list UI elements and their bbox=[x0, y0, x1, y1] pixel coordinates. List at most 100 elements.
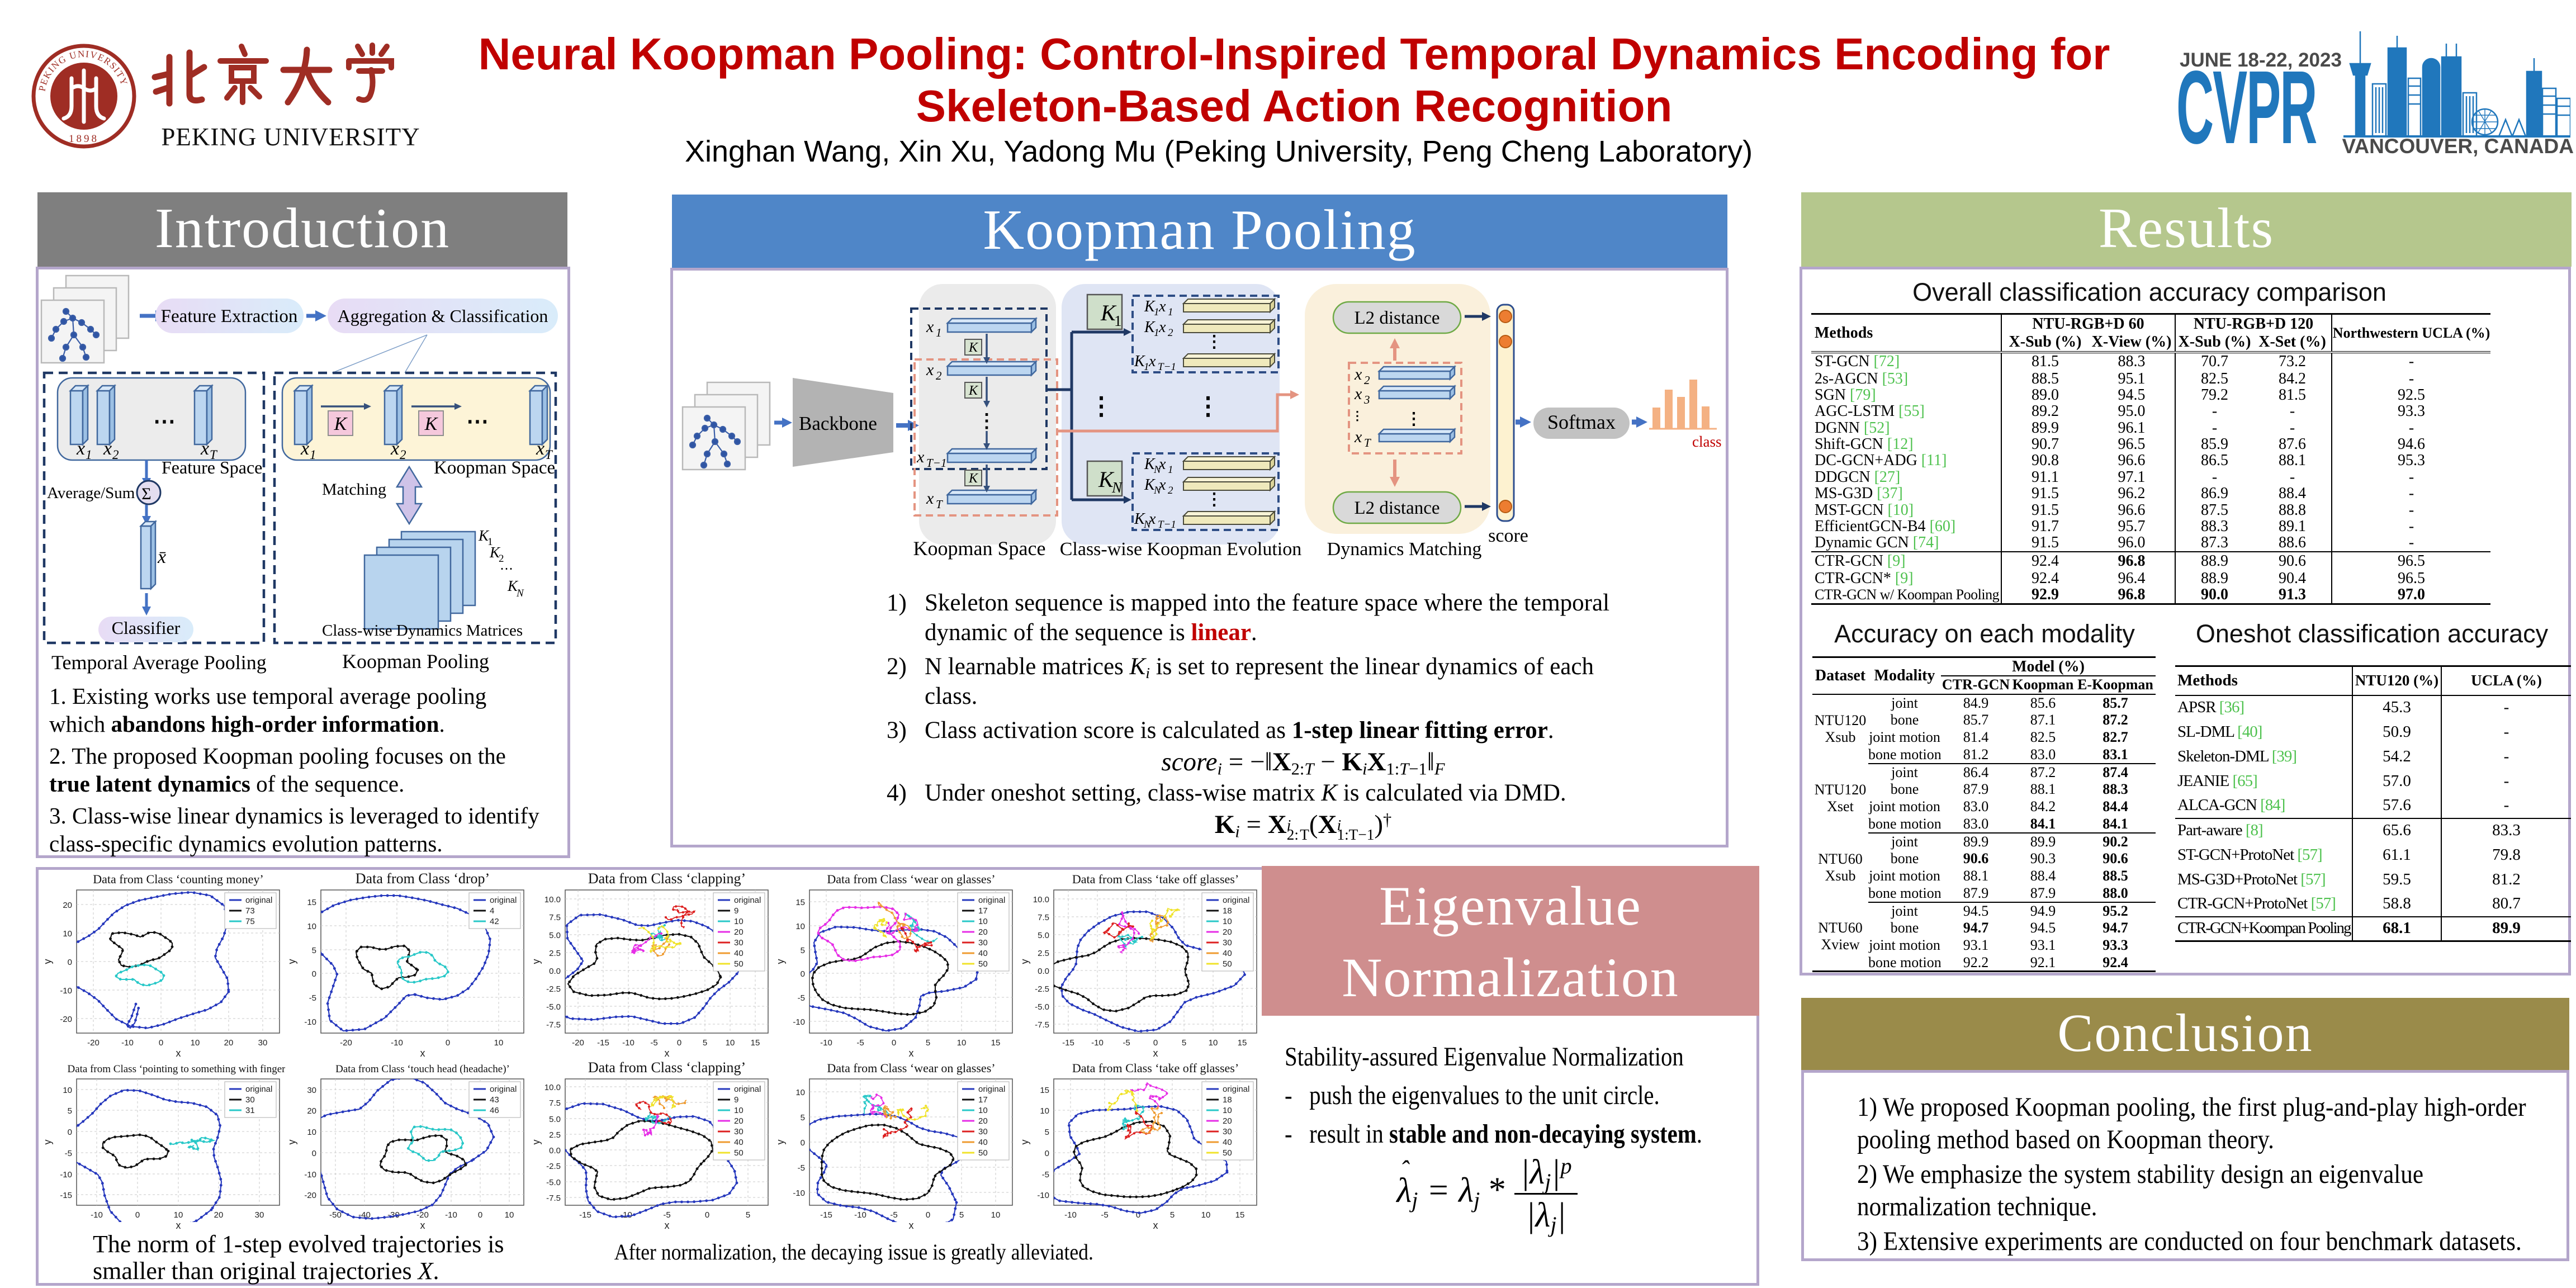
svg-text:-15: -15 bbox=[597, 1038, 609, 1048]
svg-text:10: 10 bbox=[1201, 1210, 1211, 1220]
svg-text:N: N bbox=[1111, 479, 1123, 496]
svg-text:x: x bbox=[1354, 385, 1362, 403]
svg-text:-15: -15 bbox=[820, 1210, 832, 1220]
svg-text:5: 5 bbox=[746, 1210, 750, 1220]
svg-text:original: original bbox=[1223, 1085, 1249, 1094]
svg-text:x: x bbox=[1148, 510, 1156, 528]
svg-text:x: x bbox=[665, 1220, 670, 1231]
svg-text:4: 4 bbox=[490, 906, 494, 916]
svg-text:L2 distance: L2 distance bbox=[1354, 308, 1439, 328]
svg-text:15: 15 bbox=[751, 1038, 760, 1048]
svg-text:0: 0 bbox=[677, 1038, 681, 1048]
svg-text:1: 1 bbox=[1144, 361, 1149, 373]
svg-text:T: T bbox=[210, 448, 218, 462]
svg-text:30: 30 bbox=[1223, 1127, 1232, 1137]
svg-text:2: 2 bbox=[112, 448, 119, 462]
svg-text:K: K bbox=[489, 544, 501, 561]
svg-text:7.5: 7.5 bbox=[1038, 913, 1049, 922]
svg-text:9: 9 bbox=[734, 906, 738, 916]
svg-text:x: x bbox=[200, 438, 209, 459]
svg-text:0: 0 bbox=[1153, 1038, 1158, 1048]
svg-text:50: 50 bbox=[734, 959, 744, 969]
svg-text:Data from Class ‘take off glas: Data from Class ‘take off glasses’ bbox=[1072, 872, 1239, 886]
svg-text:5: 5 bbox=[959, 1210, 964, 1220]
svg-text:10.0: 10.0 bbox=[544, 895, 561, 905]
svg-text:Data from Class ‘wear on glass: Data from Class ‘wear on glasses’ bbox=[827, 872, 995, 886]
svg-text:5.0: 5.0 bbox=[1038, 931, 1049, 940]
svg-text:-10: -10 bbox=[793, 1188, 805, 1198]
svg-text:-5: -5 bbox=[650, 1038, 657, 1048]
svg-text:-7.5: -7.5 bbox=[546, 1020, 561, 1030]
svg-text:20: 20 bbox=[734, 1116, 744, 1126]
svg-text:43: 43 bbox=[490, 1095, 499, 1105]
svg-text:1: 1 bbox=[1168, 464, 1173, 476]
svg-text:K: K bbox=[968, 383, 979, 398]
svg-text:1: 1 bbox=[936, 326, 942, 339]
svg-text:Feature Space: Feature Space bbox=[162, 457, 262, 477]
svg-text:20: 20 bbox=[63, 901, 72, 910]
svg-text:-5: -5 bbox=[856, 1038, 864, 1048]
svg-text:46: 46 bbox=[490, 1106, 499, 1115]
svg-text:2: 2 bbox=[1364, 373, 1370, 387]
svg-text:x: x bbox=[103, 438, 112, 459]
svg-text:0: 0 bbox=[446, 1038, 450, 1048]
svg-text:Classifier: Classifier bbox=[112, 618, 181, 638]
svg-text:⋮: ⋮ bbox=[1405, 410, 1422, 428]
svg-text:0: 0 bbox=[68, 1128, 72, 1137]
svg-text:-20: -20 bbox=[60, 1015, 72, 1024]
svg-text:30: 30 bbox=[1223, 938, 1232, 948]
svg-text:Koopman Space: Koopman Space bbox=[434, 458, 555, 478]
svg-text:-5: -5 bbox=[798, 993, 805, 1003]
svg-text:x: x bbox=[665, 1048, 670, 1059]
svg-text:Dynamics Matching: Dynamics Matching bbox=[1327, 539, 1482, 560]
svg-text:x: x bbox=[1354, 428, 1362, 446]
svg-text:20: 20 bbox=[224, 1038, 234, 1048]
svg-text:2: 2 bbox=[400, 448, 406, 462]
svg-text:Data from Class ‘wear on glass: Data from Class ‘wear on glasses’ bbox=[827, 1061, 995, 1075]
svg-text:Koopman Space: Koopman Space bbox=[913, 537, 1046, 560]
svg-text:-10: -10 bbox=[820, 1038, 832, 1048]
svg-text:2.5: 2.5 bbox=[549, 949, 561, 958]
svg-text:40: 40 bbox=[734, 949, 744, 958]
svg-text:T: T bbox=[1364, 436, 1371, 449]
svg-text:y: y bbox=[1019, 1140, 1030, 1145]
svg-text:30: 30 bbox=[734, 938, 744, 948]
svg-text:-10: -10 bbox=[1091, 1038, 1104, 1048]
svg-text:0: 0 bbox=[1136, 1210, 1140, 1220]
svg-text:class: class bbox=[1692, 433, 1721, 450]
svg-text:2: 2 bbox=[1168, 327, 1173, 339]
svg-text:5.0: 5.0 bbox=[549, 931, 561, 940]
svg-text:10: 10 bbox=[978, 917, 988, 926]
svg-text:K: K bbox=[1134, 510, 1145, 528]
svg-text:x: x bbox=[1153, 1048, 1158, 1059]
svg-text:-2.5: -2.5 bbox=[546, 984, 561, 994]
svg-text:y: y bbox=[286, 959, 297, 964]
svg-text:Data from Class ‘drop’: Data from Class ‘drop’ bbox=[356, 871, 490, 887]
svg-text:1: 1 bbox=[1168, 306, 1173, 318]
svg-text:1898: 1898 bbox=[69, 133, 99, 145]
svg-text:-10: -10 bbox=[1064, 1210, 1077, 1220]
svg-text:0: 0 bbox=[478, 1210, 482, 1220]
svg-text:10: 10 bbox=[63, 929, 72, 939]
svg-text:10: 10 bbox=[191, 1038, 200, 1048]
svg-text:50: 50 bbox=[1223, 1148, 1232, 1158]
svg-text:10: 10 bbox=[63, 1086, 72, 1095]
svg-text:⋯: ⋯ bbox=[153, 409, 176, 434]
svg-text:20: 20 bbox=[214, 1210, 224, 1220]
svg-text:Data from Class ‘clapping’: Data from Class ‘clapping’ bbox=[588, 1060, 746, 1076]
svg-text:⋮: ⋮ bbox=[977, 411, 996, 432]
svg-text:10: 10 bbox=[1223, 917, 1232, 926]
svg-text:20: 20 bbox=[307, 1106, 316, 1116]
svg-text:x: x bbox=[926, 489, 934, 508]
svg-text:5: 5 bbox=[801, 1113, 805, 1123]
svg-text:x: x bbox=[926, 318, 934, 336]
svg-text:x: x bbox=[536, 438, 544, 459]
svg-text:2: 2 bbox=[936, 369, 942, 382]
svg-text:-5: -5 bbox=[1101, 1210, 1108, 1220]
svg-text:⋮: ⋮ bbox=[1196, 392, 1220, 420]
svg-text:original: original bbox=[734, 896, 761, 905]
svg-text:40: 40 bbox=[978, 1138, 988, 1147]
svg-text:1: 1 bbox=[1114, 312, 1122, 329]
svg-text:K: K bbox=[1098, 467, 1115, 492]
svg-text:PEKING UNIVERSITY: PEKING UNIVERSITY bbox=[161, 123, 420, 151]
